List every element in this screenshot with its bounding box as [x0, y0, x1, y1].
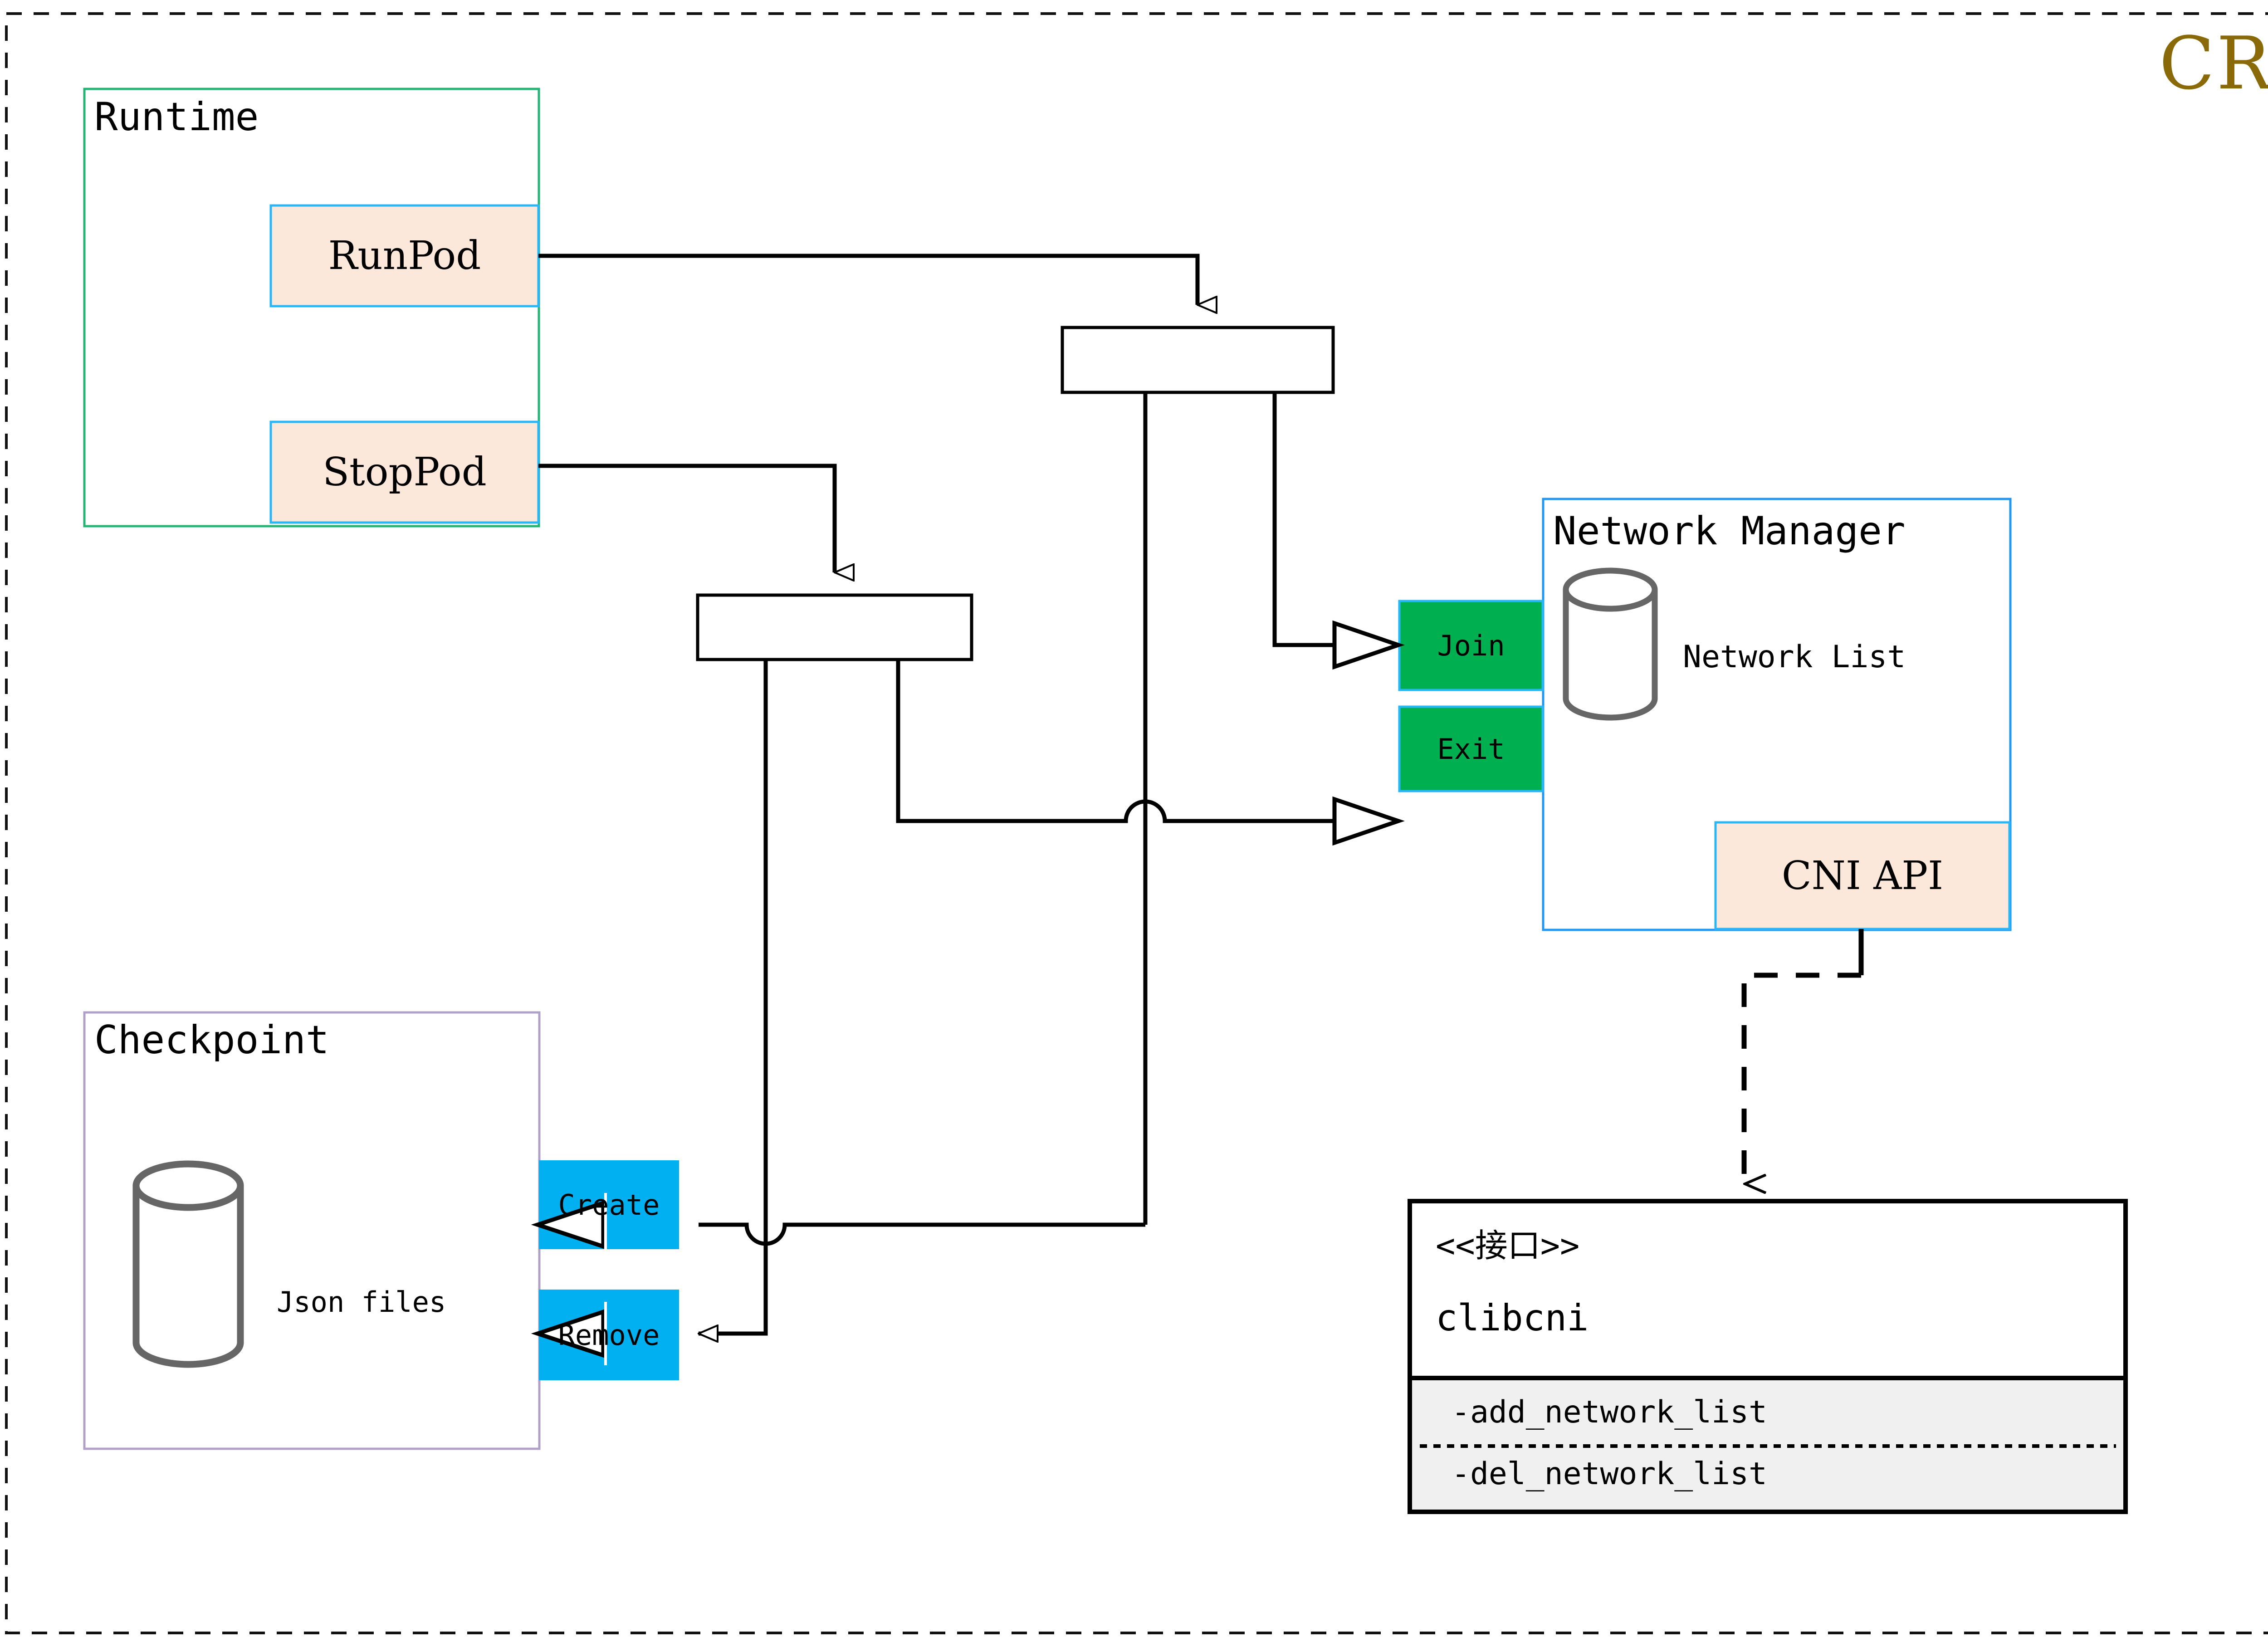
runtime-package-box: [83, 88, 540, 528]
clibcni-method-1: -del_network_list: [1452, 1456, 1767, 1492]
checkpoint-package-label: Checkpoint: [94, 1017, 329, 1063]
exit-label: Exit: [1437, 732, 1505, 766]
json-files-cylinder-icon: [132, 1160, 244, 1368]
network-list-label: Network List: [1683, 639, 1906, 675]
edge-fork-stoppod-right-to-exit: [896, 660, 1377, 821]
runpod-box[interactable]: [269, 204, 540, 308]
outer-dashed-frame: [5, 12, 2268, 1634]
runtime-package-label: Runtime: [94, 94, 259, 140]
create-label: Create: [558, 1188, 660, 1222]
stoppod-label: StopPod: [323, 450, 487, 495]
join-arrowhead: [1332, 620, 1405, 670]
edge-cniapi-to-clibcni-dashed: [1741, 973, 1861, 1184]
cni-api-box[interactable]: [1714, 821, 2011, 930]
diagram-title: CRI: [2159, 21, 2268, 106]
clibcni-name: clibcni: [1436, 1297, 1589, 1339]
json-files-label: Json files: [277, 1285, 446, 1319]
clibcni-stereotype: <<接口>>: [1436, 1227, 1580, 1265]
clibcni-methods-compartment: [1412, 1378, 2123, 1510]
clibcni-method-0: -add_network_list: [1452, 1394, 1767, 1430]
create-arrowhead: [531, 1200, 606, 1250]
exit-box[interactable]: [1398, 705, 1544, 792]
exit-arrowhead: [1332, 796, 1405, 846]
remove-label: Remove: [558, 1318, 660, 1352]
remove-arrowhead: [531, 1309, 606, 1359]
cni-api-label: CNI API: [1781, 853, 1944, 899]
join-label: Join: [1437, 629, 1505, 662]
edge-fork-runpod-right-to-join: [1272, 392, 1377, 645]
edge-to-create: [699, 1222, 1145, 1246]
edge-fork-stoppod-left-to-remove: [699, 660, 768, 1334]
fork-bar-stoppod: [696, 593, 973, 661]
stoppod-box[interactable]: [269, 420, 540, 524]
runpod-label: RunPod: [328, 233, 481, 279]
fork-bar-runpod: [1061, 326, 1335, 394]
network-list-cylinder-icon: [1563, 567, 1658, 721]
edge-stoppod-to-fork: [538, 464, 835, 572]
join-box[interactable]: [1398, 600, 1544, 691]
edge-runpod-to-fork: [538, 254, 1198, 305]
network-manager-package-label: Network Manager: [1553, 508, 1906, 554]
